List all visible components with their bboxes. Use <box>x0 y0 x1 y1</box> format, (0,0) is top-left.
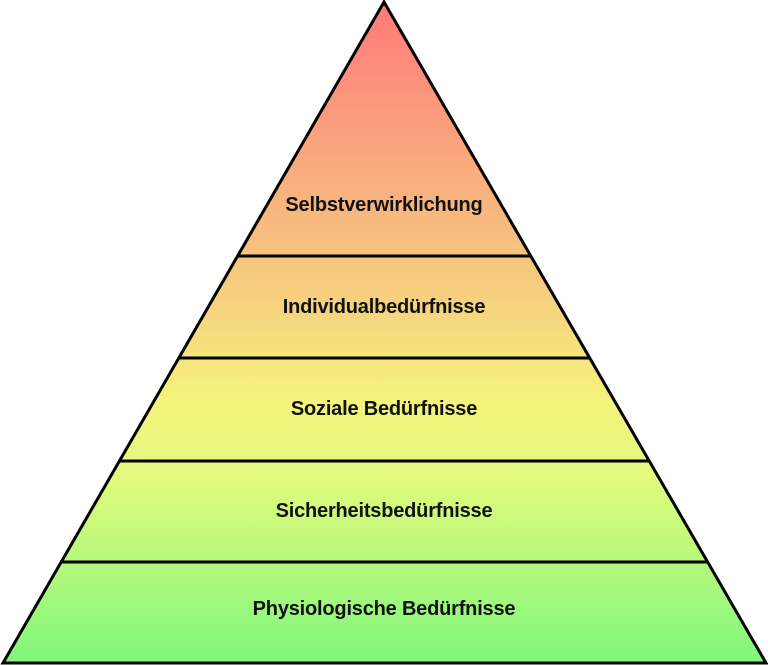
level-physiologische-beduerfnisse: Physiologische Bedürfnisse <box>252 598 516 620</box>
level-soziale-beduerfnisse: Soziale Bedürfnisse <box>290 398 478 420</box>
level-selbstverwirklichung: Selbstverwirklichung <box>285 194 483 216</box>
level-individualbeduerfnisse: Individualbedürfnisse <box>282 296 486 318</box>
level-sicherheitsbeduerfnisse: Sicherheitsbedürfnisse <box>275 500 493 522</box>
